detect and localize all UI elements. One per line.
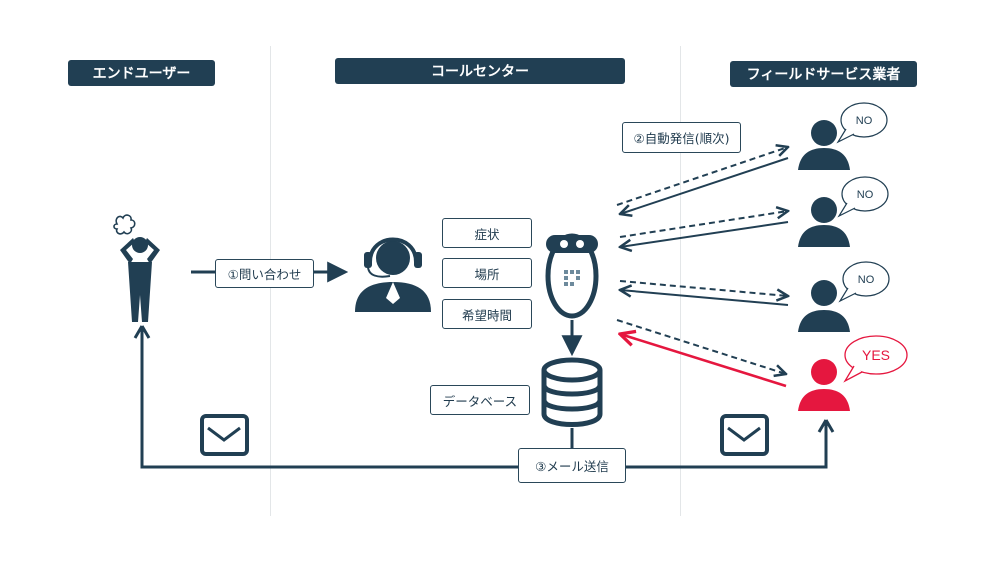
response-text: NO xyxy=(858,274,875,286)
inquiry-label: ①問い合わせ xyxy=(215,259,314,288)
mail-send-label: ③メール送信 xyxy=(518,448,626,483)
speech-bubble-no: NO xyxy=(836,102,888,144)
mail-icon xyxy=(200,414,249,456)
column-divider-right xyxy=(680,46,681,516)
mail-send-line xyxy=(140,326,828,469)
operator-headset-icon xyxy=(355,237,431,312)
header-call-center: コールセンター xyxy=(335,58,625,84)
speech-bubble-yes: YES xyxy=(843,335,908,383)
mail-icon xyxy=(720,414,769,456)
technician-icon xyxy=(798,280,850,332)
confused-user-icon xyxy=(113,214,160,322)
speech-bubble-no: NO xyxy=(838,261,890,303)
response-text: NO xyxy=(856,115,873,127)
response-text: YES xyxy=(862,347,890,363)
header-end-user: エンドユーザー xyxy=(68,60,215,86)
info-item-location: 場所 xyxy=(442,258,532,288)
database-label: データベース xyxy=(430,385,530,415)
database-icon xyxy=(541,357,603,427)
robot-icon xyxy=(545,233,599,319)
header-field-service: フィールドサービス業者 xyxy=(730,61,917,87)
info-item-symptom: 症状 xyxy=(442,218,532,248)
info-item-desired-time: 希望時間 xyxy=(442,299,532,329)
technician-icon xyxy=(798,359,850,411)
technician-icon xyxy=(798,120,850,170)
speech-bubble-no: NO xyxy=(837,176,889,218)
response-text: NO xyxy=(857,189,874,201)
auto-call-label: ②自動発信(順次) xyxy=(622,122,741,153)
technician-icon xyxy=(798,197,850,247)
